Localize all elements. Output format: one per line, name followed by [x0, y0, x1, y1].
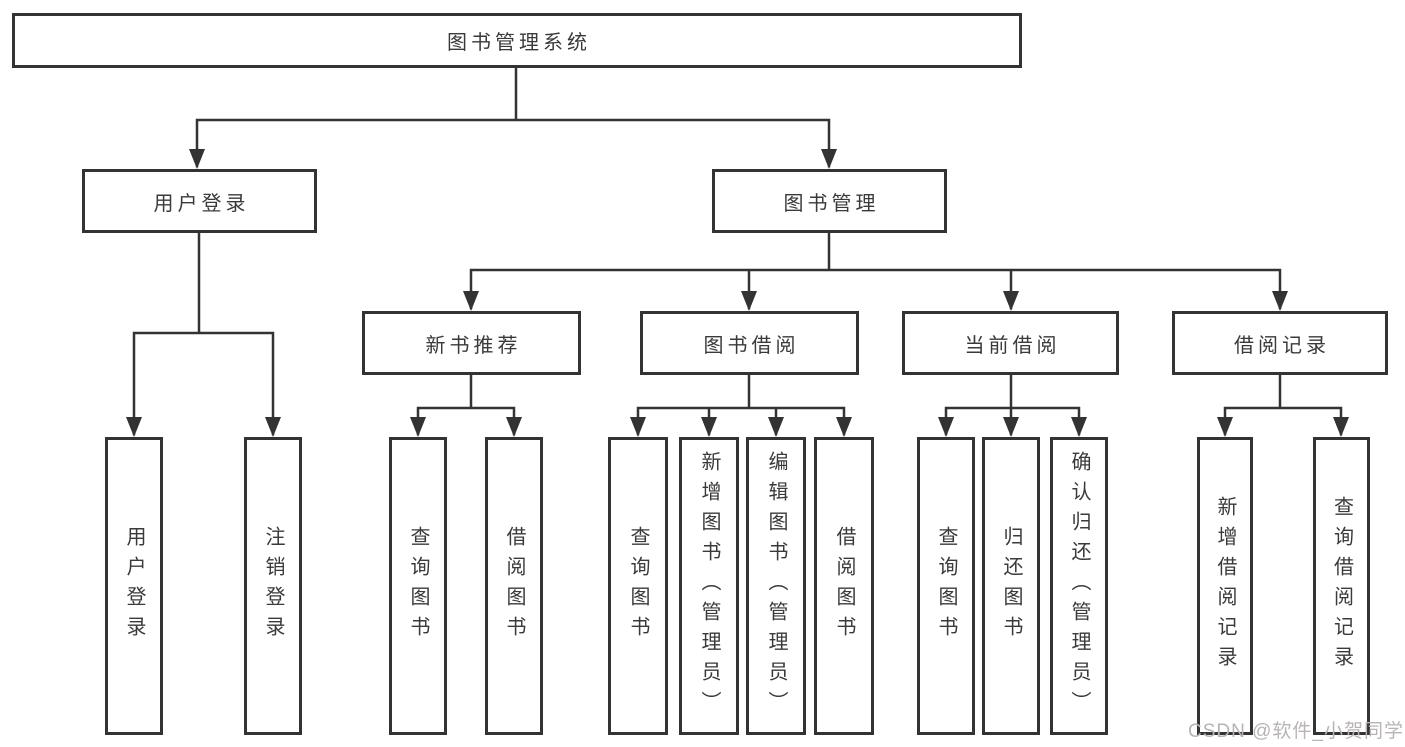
leaf-borrow-books-recommend-label: 借阅图书	[503, 526, 525, 646]
root-node-label: 图书管理系统	[447, 32, 591, 54]
branch-user-login: 用户登录	[82, 169, 317, 233]
leaf-query-books-borrow-label: 查询图书	[627, 526, 649, 646]
leaf-query-books-recommend-label: 查询图书	[407, 526, 429, 646]
branch-book-management: 图书管理	[712, 169, 947, 233]
leaf-edit-book-admin: 编辑图书（管理员）	[746, 437, 806, 735]
leaf-borrow-books-recommend: 借阅图书	[485, 437, 543, 735]
leaf-add-book-admin-label: 新增图书（管理员）	[698, 451, 720, 721]
leaf-add-book-admin: 新增图书（管理员）	[679, 437, 739, 735]
leaf-return-book: 归还图书	[982, 437, 1040, 735]
leaf-logout-label: 注销登录	[262, 526, 284, 646]
leaf-borrow-books: 借阅图书	[814, 437, 874, 735]
section-borrow-records-label: 借阅记录	[1234, 334, 1330, 357]
leaf-borrow-books-label: 借阅图书	[833, 526, 855, 646]
leaf-query-borrow-record: 查询借阅记录	[1313, 437, 1370, 735]
leaf-add-borrow-record-label: 新增借阅记录	[1214, 496, 1236, 676]
root-node: 图书管理系统	[12, 13, 1022, 68]
leaf-return-book-label: 归还图书	[1000, 526, 1022, 646]
leaf-add-borrow-record: 新增借阅记录	[1197, 437, 1253, 735]
leaf-confirm-return-admin: 确认归还（管理员）	[1050, 437, 1108, 735]
branch-user-login-label: 用户登录	[153, 192, 250, 215]
leaf-query-books-current-label: 查询图书	[935, 526, 957, 646]
leaf-query-books-borrow: 查询图书	[608, 437, 668, 735]
leaf-query-books-recommend: 查询图书	[389, 437, 447, 735]
section-new-book-recommend: 新书推荐	[362, 311, 581, 375]
leaf-query-books-current: 查询图书	[917, 437, 975, 735]
leaf-edit-book-admin-label: 编辑图书（管理员）	[765, 451, 787, 721]
leaf-confirm-return-admin-label: 确认归还（管理员）	[1068, 451, 1090, 721]
section-current-borrow-label: 当前借阅	[964, 334, 1061, 357]
watermark-text: CSDN @软件_小贺同学	[1188, 721, 1404, 742]
leaf-user-login-label: 用户登录	[123, 526, 145, 646]
leaf-query-borrow-record-label: 查询借阅记录	[1330, 496, 1353, 676]
section-current-borrow: 当前借阅	[902, 311, 1119, 375]
leaf-logout: 注销登录	[244, 437, 302, 735]
section-book-borrow: 图书借阅	[640, 311, 859, 375]
section-book-borrow-label: 图书借阅	[703, 334, 800, 357]
leaf-user-login: 用户登录	[105, 437, 163, 735]
section-new-book-recommend-label: 新书推荐	[425, 334, 522, 357]
branch-book-management-label: 图书管理	[783, 192, 880, 215]
section-borrow-records: 借阅记录	[1172, 311, 1388, 375]
